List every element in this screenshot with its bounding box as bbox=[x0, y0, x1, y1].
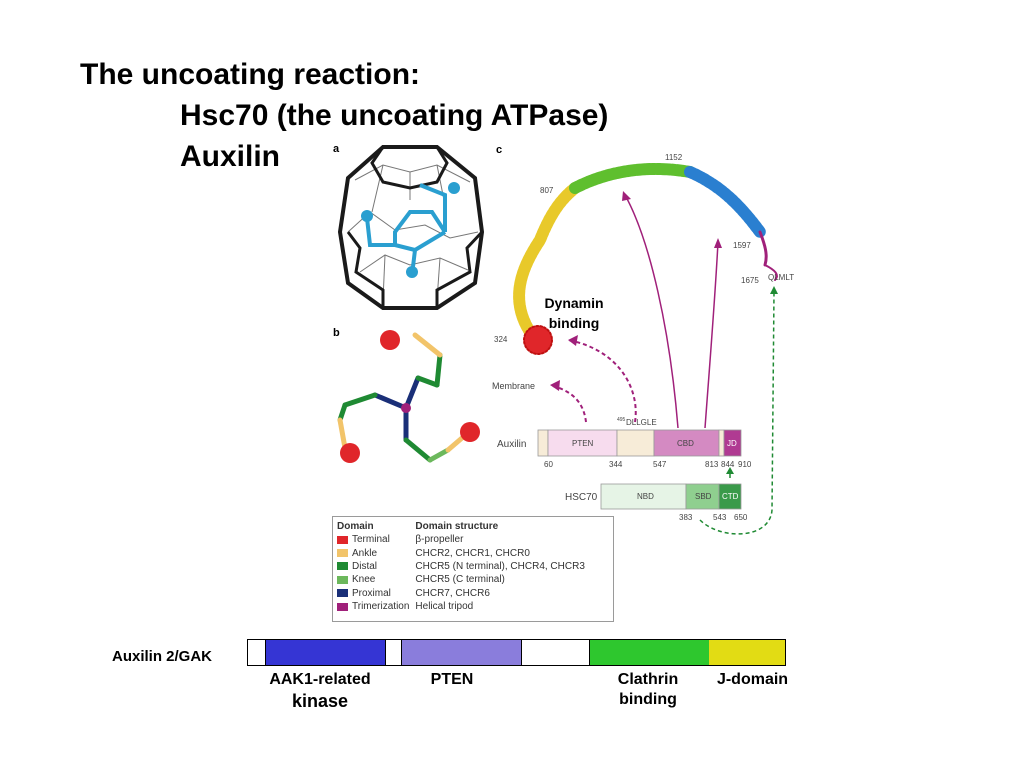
dynamin-label-line1: Dynamin bbox=[544, 295, 603, 311]
legend-structure: CHCR2, CHCR1, CHCR0 bbox=[415, 547, 530, 559]
panel-b-label: b bbox=[333, 327, 340, 339]
auxilin-structure-illustration bbox=[513, 162, 778, 355]
auxilin-pos-60: 60 bbox=[544, 460, 553, 469]
dynamin-label-line2: binding bbox=[549, 315, 600, 331]
legend-swatch bbox=[337, 575, 348, 584]
legend-row: Knee CHCR5 (C terminal) bbox=[337, 573, 591, 586]
auxilin-domain-cbd: CBD bbox=[677, 439, 694, 448]
legend-domain-name: Distal bbox=[352, 560, 378, 572]
structure-labels: 1152 807 1597 1675 QLMLT 324 Membrane 49… bbox=[492, 153, 794, 427]
gak-kinase-label-line2: kinase bbox=[291, 691, 349, 711]
legend-domain-name: Proximal bbox=[352, 587, 391, 599]
legend-domain-cell: Ankle bbox=[337, 546, 415, 559]
hsc70-domain-sbd: SBD bbox=[695, 492, 712, 501]
interaction-arrows bbox=[550, 191, 778, 535]
gak-domain-bar bbox=[247, 639, 786, 666]
label-324: 324 bbox=[494, 335, 508, 344]
legend-structure: β-propeller bbox=[415, 534, 464, 546]
legend-domain-cell: Trimerization bbox=[337, 600, 415, 613]
legend-domain-cell: Proximal bbox=[337, 587, 415, 600]
dllgle-superscript: 495 bbox=[617, 417, 626, 423]
auxilin-pos-910: 910 bbox=[738, 460, 752, 469]
triskelion-illustration bbox=[337, 330, 480, 463]
legend-header-structure: Domain structure bbox=[415, 521, 499, 532]
legend-domain-cell: Distal bbox=[337, 560, 415, 573]
label-qlmlt: QLMLT bbox=[768, 273, 794, 282]
panel-a-label: a bbox=[333, 143, 340, 155]
legend-structure: Helical tripod bbox=[415, 601, 474, 613]
legend-structure: CHCR5 (C terminal) bbox=[415, 574, 505, 586]
auxilin-bar-name: Auxilin bbox=[497, 439, 526, 450]
auxilin-domain-pten: PTEN bbox=[572, 439, 594, 448]
gak-jdomain-label: J-domain bbox=[716, 671, 789, 688]
gak-clathrin-label-line1: Clathrin bbox=[617, 671, 679, 688]
label-1152: 1152 bbox=[665, 153, 683, 162]
dllgle-label: DLLGLE bbox=[626, 418, 657, 427]
hsc70-domain-nbd: NBD bbox=[637, 492, 654, 501]
legend-domain-name: Ankle bbox=[352, 547, 378, 559]
legend-row: Ankle CHCR2, CHCR1, CHCR0 bbox=[337, 546, 591, 559]
label-1597: 1597 bbox=[733, 241, 751, 250]
gak-kinase-domain bbox=[265, 640, 386, 665]
auxilin-pos-547: 547 bbox=[653, 460, 667, 469]
auxilin-domain-map: Auxilin PTEN CBD JD 60 344 547 813 844 9… bbox=[497, 429, 752, 469]
legend-domain-cell: Knee bbox=[337, 573, 415, 586]
gak-clathrin-label-line2: binding bbox=[619, 691, 677, 708]
slide-title: The uncoating reaction: bbox=[80, 58, 421, 91]
gak-clathrin-label: Clathrin binding bbox=[598, 670, 698, 710]
legend-header-row: Domain Domain structure bbox=[337, 520, 591, 533]
label-1675: 1675 bbox=[741, 276, 759, 285]
label-807: 807 bbox=[540, 186, 554, 195]
legend-structure: CHCR5 (N terminal), CHCR4, CHCR3 bbox=[415, 560, 585, 572]
panel-c-label: c bbox=[496, 144, 502, 156]
clathrin-cage-illustration bbox=[337, 145, 485, 310]
hsc70-pos-383: 383 bbox=[679, 513, 693, 522]
membrane-label: Membrane bbox=[492, 381, 535, 391]
hsc70-pos-650: 650 bbox=[734, 513, 748, 522]
hsc70-pos-543: 543 bbox=[713, 513, 727, 522]
auxilin-pos-844: 844 bbox=[721, 460, 735, 469]
legend-swatch bbox=[337, 562, 348, 571]
domain-legend: Domain Domain structure Terminal β-prope… bbox=[332, 516, 614, 622]
legend-row: Trimerization Helical tripod bbox=[337, 600, 591, 613]
gak-kinase-label-line1: AAK1-related bbox=[269, 671, 371, 688]
legend-domain-name: Knee bbox=[352, 574, 376, 586]
legend-domain-cell: Terminal bbox=[337, 533, 415, 546]
legend-domain-name: Trimerization bbox=[352, 601, 410, 613]
legend-row: Distal CHCR5 (N terminal), CHCR4, CHCR3 bbox=[337, 560, 591, 573]
subtitle-auxilin: Auxilin bbox=[180, 140, 281, 173]
legend-row: Proximal CHCR7, CHCR6 bbox=[337, 587, 591, 600]
legend-header-domain: Domain bbox=[337, 521, 374, 532]
hsc70-domain-ctd: CTD bbox=[722, 492, 739, 501]
hsc70-domain-map: HSC70 NBD SBD CTD 383 543 650 bbox=[565, 483, 748, 522]
legend-row: Terminal β-propeller bbox=[337, 533, 591, 546]
gak-kinase-label: AAK1-related kinase bbox=[255, 670, 385, 713]
subtitle-hsc70: Hsc70 (the uncoating ATPase) bbox=[180, 99, 609, 132]
legend-swatch bbox=[337, 602, 348, 611]
gak-clathrin-domain bbox=[589, 640, 710, 665]
legend-domain-name: Terminal bbox=[352, 534, 390, 546]
gak-bar-name: Auxilin 2/GAK bbox=[112, 648, 213, 665]
hsc70-bar-name: HSC70 bbox=[565, 492, 598, 503]
legend-structure: CHCR7, CHCR6 bbox=[415, 587, 490, 599]
auxilin-pos-813: 813 bbox=[705, 460, 719, 469]
gak-pten-domain bbox=[401, 640, 522, 665]
legend-swatch bbox=[337, 548, 348, 557]
legend-swatch bbox=[337, 589, 348, 598]
legend-table: Domain Domain structure Terminal β-prope… bbox=[337, 520, 591, 613]
auxilin-pos-344: 344 bbox=[609, 460, 623, 469]
legend-swatch bbox=[337, 535, 348, 544]
gak-jdomain bbox=[709, 640, 785, 665]
auxilin-domain-jd: JD bbox=[727, 439, 737, 448]
gak-pten-label: PTEN bbox=[430, 671, 474, 688]
